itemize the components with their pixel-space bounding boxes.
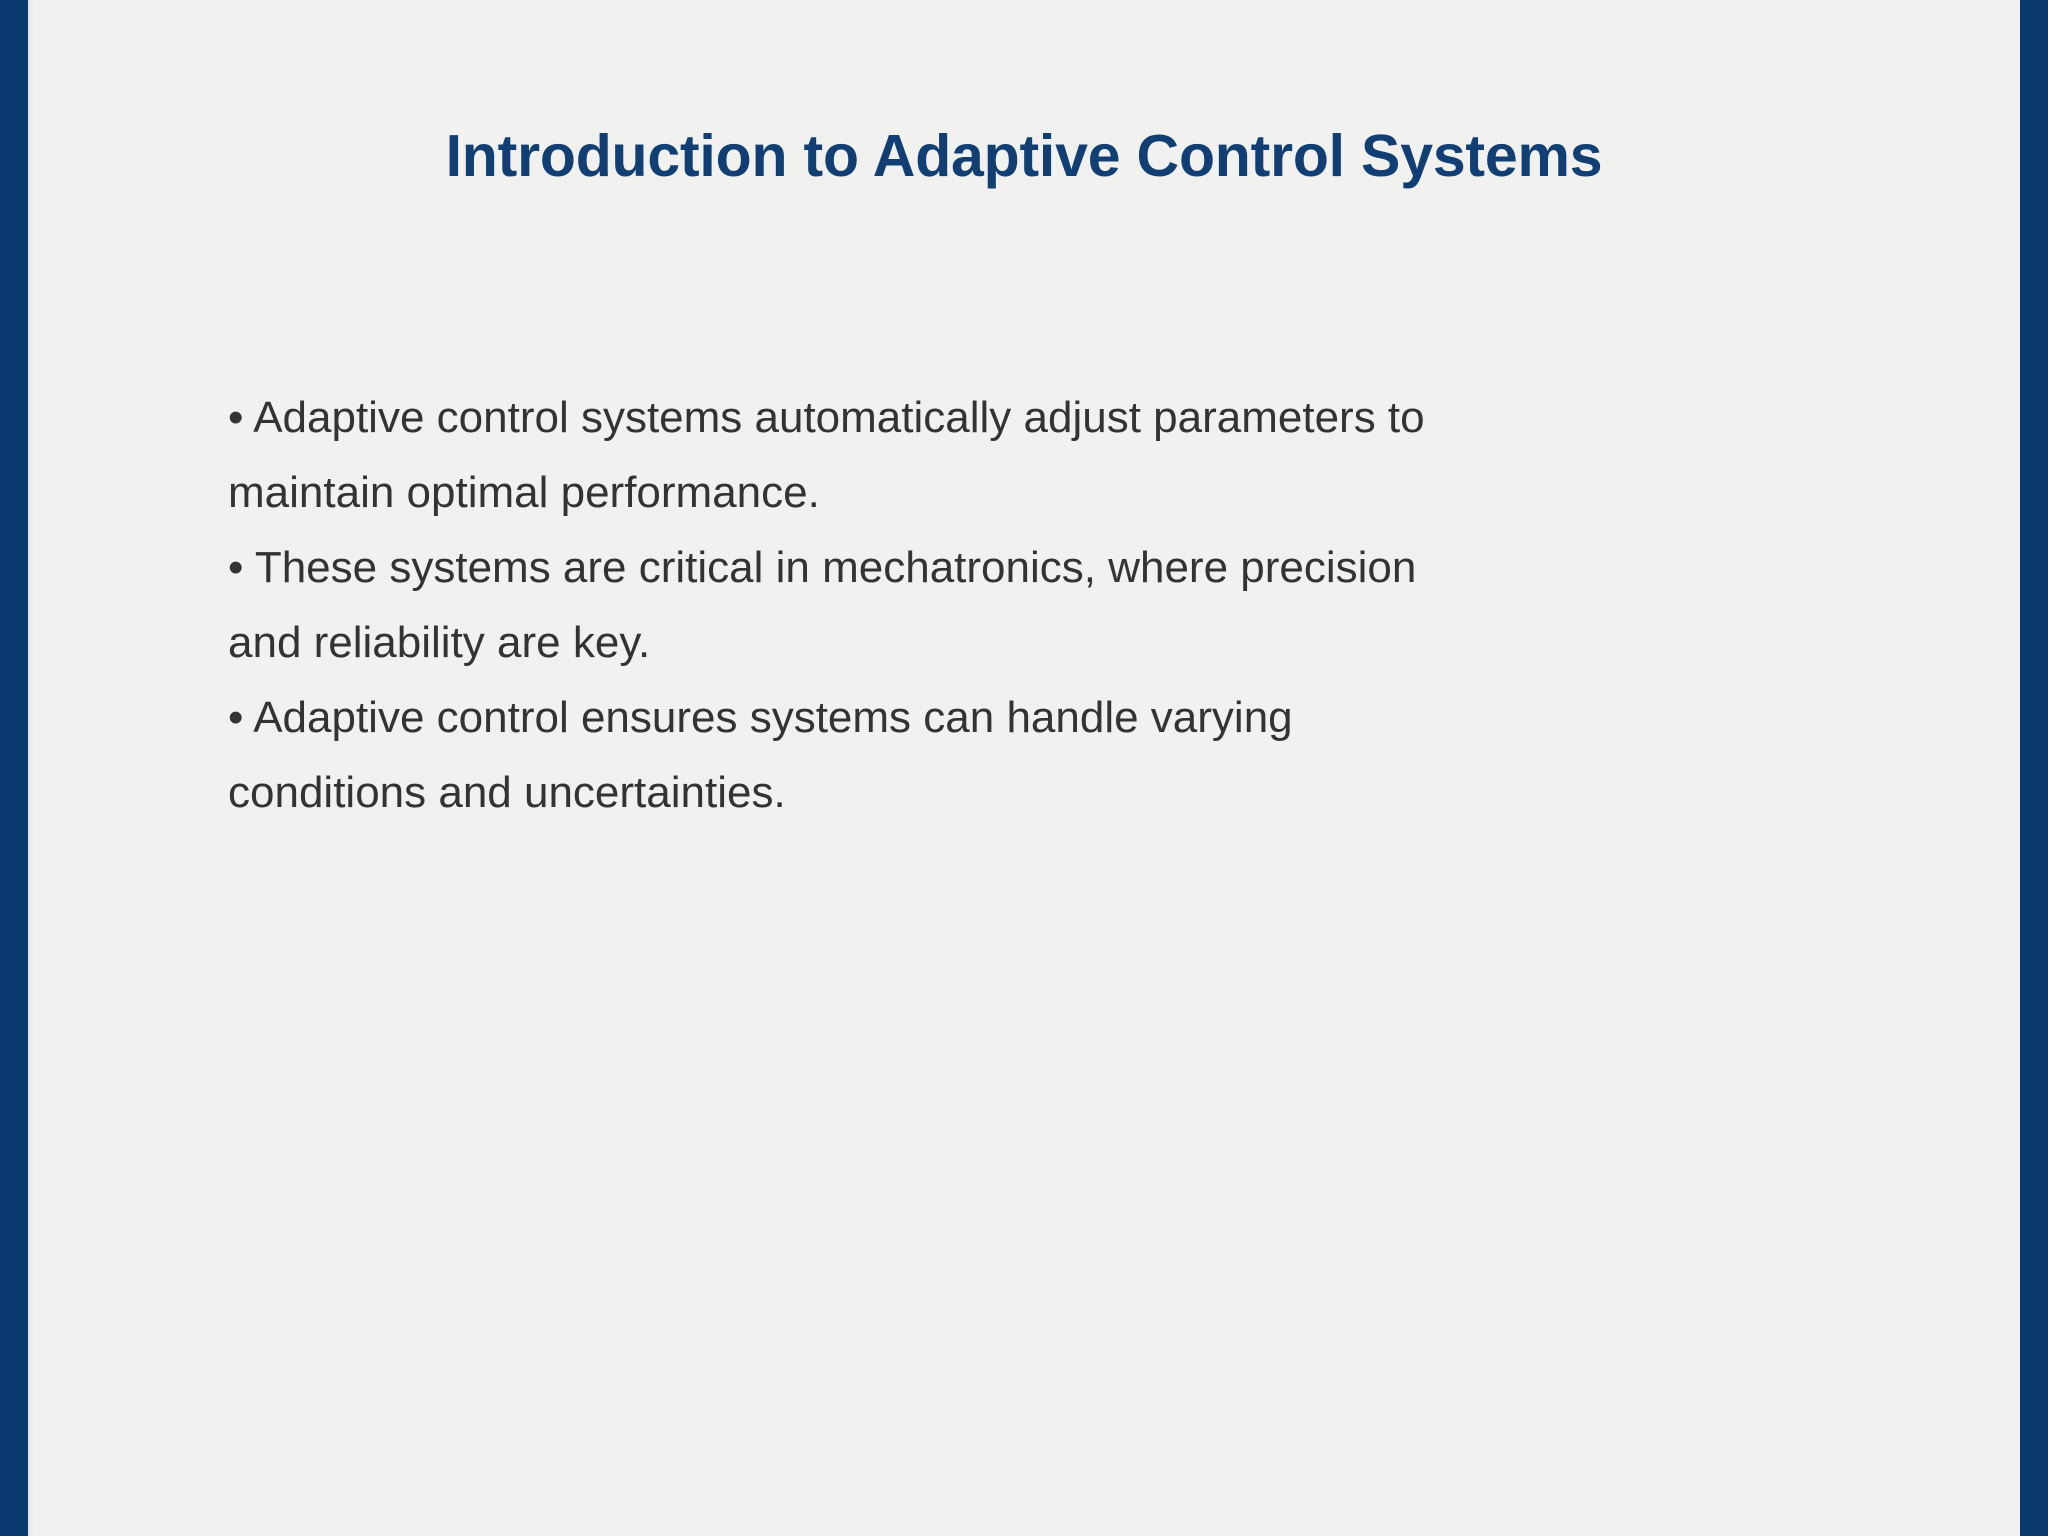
list-item-continuation: and reliability are key. <box>228 618 651 667</box>
list-item-continuation: conditions and uncertainties. <box>228 768 786 817</box>
right-accent-bar <box>2020 0 2048 1536</box>
slide-canvas: Introduction to Adaptive Control Systems… <box>28 0 2020 1536</box>
list-item-continuation: maintain optimal performance. <box>228 468 820 517</box>
left-accent-bar <box>0 0 28 1536</box>
list-item: • Adaptive control ensures systems can h… <box>228 693 1293 742</box>
list-item: • These systems are critical in mechatro… <box>228 543 1417 592</box>
list-item: • Adaptive control systems automatically… <box>228 393 1425 442</box>
bullet-list: • Adaptive control systems automatically… <box>228 380 1868 830</box>
page-title: Introduction to Adaptive Control Systems <box>445 123 1603 189</box>
